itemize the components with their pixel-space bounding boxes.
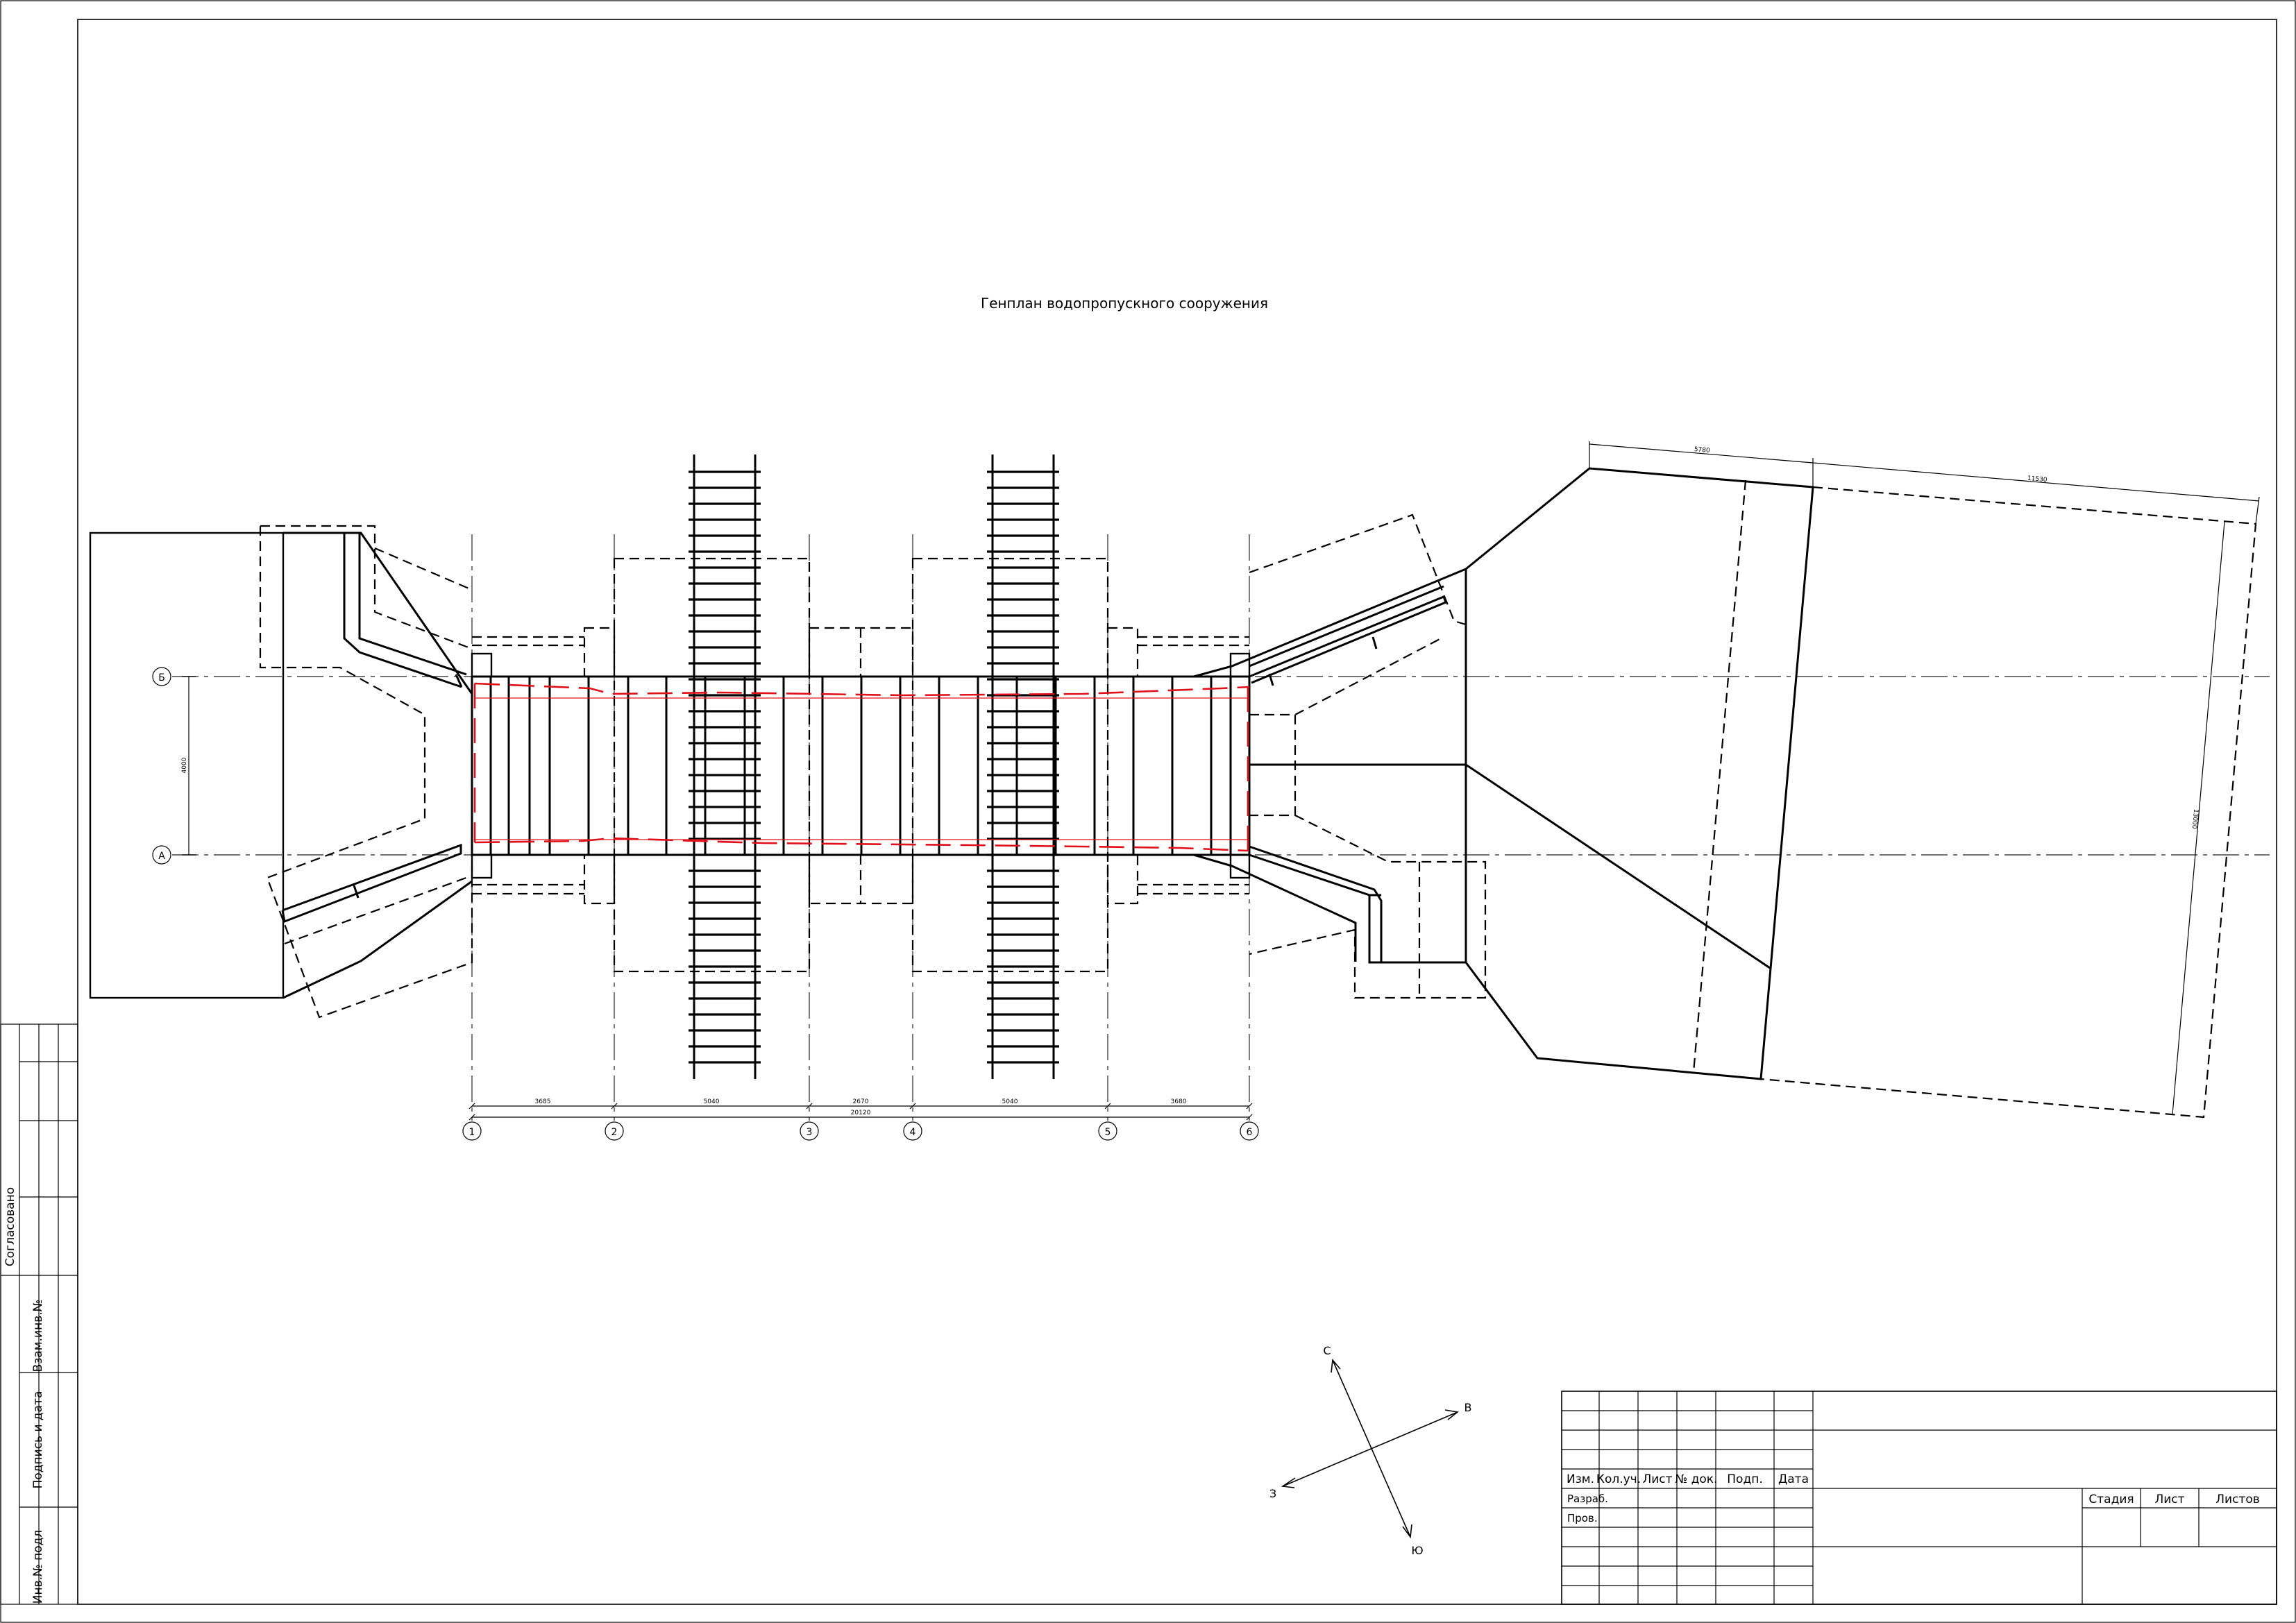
span-1-text: 3685 [535,1098,551,1105]
left-apron [89,525,473,1019]
right-platform: 5780 11530 13000 [1464,441,2260,1119]
flow-lines [473,682,1250,852]
compass-east-label: В [1464,1401,1472,1414]
dimension-right-side-text: 13000 [2191,808,2199,829]
side-stamp: Согласовано Взам.инв.№ Подпись и дата Ин… [0,1023,78,1605]
row-axis-b-label: Б [158,672,165,683]
side-stamp-signature: Подпись и дата [31,1391,45,1489]
column-axis-6: 6 [1240,1121,1259,1141]
side-stamp-inv-original: Инв.№ подл [31,1530,45,1604]
title-block: Изм. Кол.уч. Лист № док. Подп. Дата Разр… [1561,1391,2277,1605]
span-2-text: 5040 [704,1098,720,1105]
column-axis-1: 1 [462,1121,482,1141]
compass-rose: С В З Ю [1269,1344,1472,1557]
column-axis-6-label: 6 [1247,1127,1253,1138]
header-list: Лист [1642,1472,1672,1486]
compass-west-label: З [1269,1487,1276,1500]
header-izm: Изм. [1567,1472,1594,1486]
column-axis-3: 3 [800,1121,819,1141]
sheets-label: Листов [2215,1493,2260,1506]
header-kol-uch: Кол.уч. [1596,1472,1641,1486]
row-axis-a-label: А [158,851,165,862]
row-developed: Разраб. [1567,1493,1608,1505]
span-5-text: 3680 [1171,1098,1187,1105]
column-axis-1-label: 1 [469,1127,475,1138]
compass-south-label: Ю [1411,1544,1423,1557]
right-inlet [1193,513,1487,999]
header-doc-no: № док. [1675,1472,1718,1486]
column-axis-5: 5 [1098,1121,1117,1141]
row-checked: Пров. [1567,1512,1598,1524]
column-axis-4-label: 4 [910,1127,916,1138]
drawing-title: Генплан водопропускного сооружения [981,295,1268,312]
span-3-text: 2670 [853,1098,869,1105]
column-axis-2-label: 2 [611,1127,618,1138]
column-axis-2: 2 [605,1121,624,1141]
grid-axes [172,534,2270,1121]
row-axis-b: Б [152,667,171,686]
stage-label: Стадия [2088,1493,2134,1506]
header-podp: Подп. [1727,1472,1762,1486]
railway-track-right [987,454,1059,1079]
header-data: Дата [1778,1472,1809,1486]
barrel-foundations [472,557,1249,973]
dimension-chain: 3685 5040 2670 5040 3680 20120 [469,1098,1253,1121]
column-axis-3-label: 3 [807,1127,813,1138]
row-spacing-dimension: 4000 [181,676,196,856]
compass-north-label: С [1323,1344,1331,1357]
culvert-plan: Б А 4000 [89,454,2270,1141]
dimension-top-right-text: 11530 [2027,475,2048,484]
sheet-label: Лист [2154,1493,2184,1506]
row-axis-a: А [152,845,171,865]
row-spacing-text: 4000 [181,757,188,773]
span-4-text: 5040 [1002,1098,1018,1105]
total-length-text: 20120 [851,1110,871,1116]
side-stamp-agreed: Согласовано [3,1187,17,1266]
column-axis-4: 4 [903,1121,922,1141]
column-axis-bubbles: 1 2 3 4 5 6 [462,1121,1259,1141]
side-stamp-replacement: Взам.инв.№ [31,1300,45,1373]
dimension-top-left-text: 5780 [1694,446,1710,454]
railway-track-left [689,454,761,1079]
column-axis-5-label: 5 [1105,1127,1111,1138]
